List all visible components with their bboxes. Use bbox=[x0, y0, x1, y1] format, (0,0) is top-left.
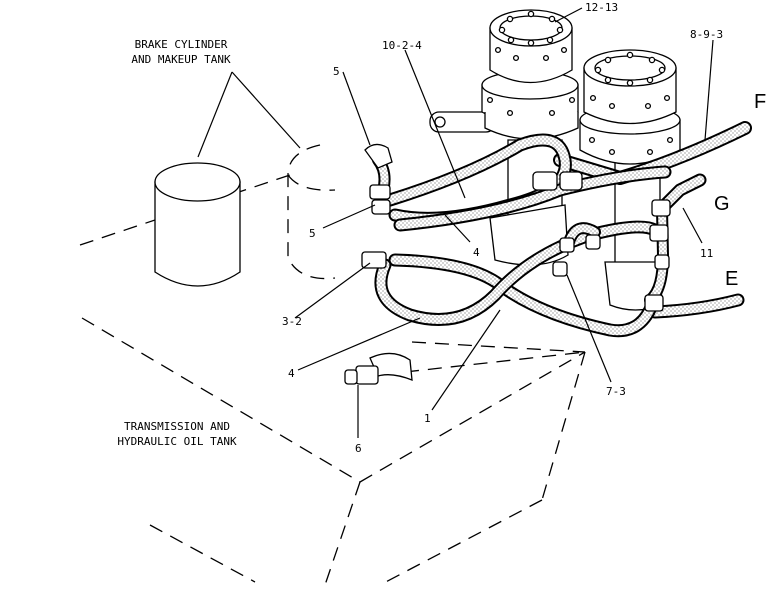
tank-leader-lines bbox=[197, 71, 301, 158]
callout-1: 1 bbox=[424, 412, 431, 425]
transmission-tank-label-line1: TRANSMISSION AND bbox=[124, 420, 230, 433]
hose-end-e-label: E bbox=[725, 268, 738, 290]
brake-tank-label-line2: AND MAKEUP TANK bbox=[131, 53, 231, 66]
callout-4-upper: 4 bbox=[473, 246, 480, 259]
hose-end-labels: F G E bbox=[714, 91, 766, 290]
callout-11: 11 bbox=[700, 247, 713, 260]
callout-12-13: 12-13 bbox=[585, 1, 618, 14]
hose-end-g-label: G bbox=[714, 193, 730, 215]
transmission-tank-outline bbox=[79, 174, 586, 586]
callout-7-3: 7-3 bbox=[606, 385, 626, 398]
callout-3-2: 3-2 bbox=[282, 315, 302, 328]
brake-valve-body-rear bbox=[579, 49, 681, 311]
fittings bbox=[361, 143, 671, 312]
callout-8-9-3: 8-9-3 bbox=[690, 28, 723, 41]
part-callouts: 12-13 10-2-4 8-9-3 5 5 4 3-2 4 11 7-3 1 … bbox=[282, 1, 723, 455]
brake-tank-label-line1: BRAKE CYLINDER bbox=[135, 38, 228, 51]
callout-10-2-4: 10-2-4 bbox=[382, 39, 422, 52]
makeup-tank bbox=[287, 144, 336, 280]
transmission-tank-label-line2: HYDRAULIC OIL TANK bbox=[117, 435, 237, 448]
callout-4-lower: 4 bbox=[288, 367, 295, 380]
hose-end-f-label: F bbox=[754, 91, 766, 113]
loose-elbow-fitting bbox=[344, 352, 413, 385]
callout-5-top: 5 bbox=[333, 65, 340, 78]
callout-5-mid: 5 bbox=[309, 227, 316, 240]
tank-labels: BRAKE CYLINDER AND MAKEUP TANK TRANSMISS… bbox=[117, 38, 237, 448]
callout-6: 6 bbox=[355, 442, 362, 455]
brake-cylinder-tank bbox=[154, 162, 241, 287]
cap-bolts-rear bbox=[588, 51, 674, 156]
cap-bolts-front bbox=[486, 10, 576, 117]
leader-lines bbox=[294, 7, 714, 438]
